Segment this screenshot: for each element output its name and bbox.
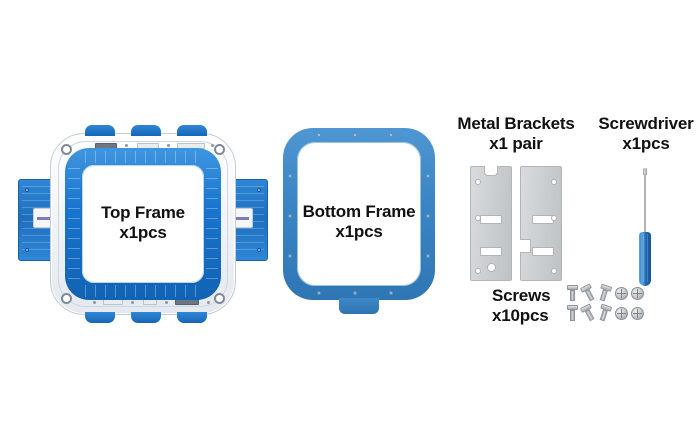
bottom-frame-illustration: Bottom Frame x1pcs [283,128,435,314]
top-frame-outer-shell [50,125,236,323]
screws-quantity: x10pcs [492,306,549,326]
screw-item [565,304,580,322]
screw-item [595,282,615,304]
metal-bracket-left [470,166,512,281]
screwdriver-label: Screwdriver x1pcs [592,114,700,154]
screwdriver-tip [643,168,647,175]
metal-brackets-name: Metal Brackets [457,114,575,133]
screws-row [565,282,647,304]
screw-item [614,304,629,322]
screwdriver-handle [639,232,651,286]
screwdriver-name: Screwdriver [598,114,694,133]
screw-item [595,302,615,324]
top-frame-scale-ring [58,141,228,307]
bottom-frame-quantity: x1pcs [335,222,383,242]
top-frame-name: Top Frame [101,203,185,222]
screws-illustration [565,282,647,326]
screw-item [614,284,629,302]
screwdriver-shaft [644,174,646,234]
bottom-frame-ring [283,128,435,314]
screws-row [565,302,647,324]
top-frame-illustration: Top Frame x1pcs [18,125,268,323]
metal-brackets-label: Metal Brackets x1 pair [446,114,586,154]
bottom-frame-mount-tab [339,298,379,314]
metal-bracket-right [520,166,562,281]
bottom-frame-label: Bottom Frame x1pcs [283,202,435,242]
screw-item [630,304,645,322]
metal-brackets-illustration [470,166,562,281]
screw-item [630,284,645,302]
top-frame-opening [82,165,204,283]
screws-label: Screws x10pcs [492,286,562,326]
top-frame-quantity: x1pcs [119,223,167,243]
top-frame-label: Top Frame x1pcs [50,203,236,243]
top-frame-blue-ring [65,148,221,300]
screw-item [565,284,580,302]
screws-name: Screws [492,286,551,305]
bottom-frame-opening [297,142,421,286]
screwdriver-illustration [637,168,653,286]
screwdriver-quantity: x1pcs [622,134,670,154]
metal-brackets-quantity: x1 pair [489,134,543,154]
bottom-frame-name: Bottom Frame [302,202,416,221]
